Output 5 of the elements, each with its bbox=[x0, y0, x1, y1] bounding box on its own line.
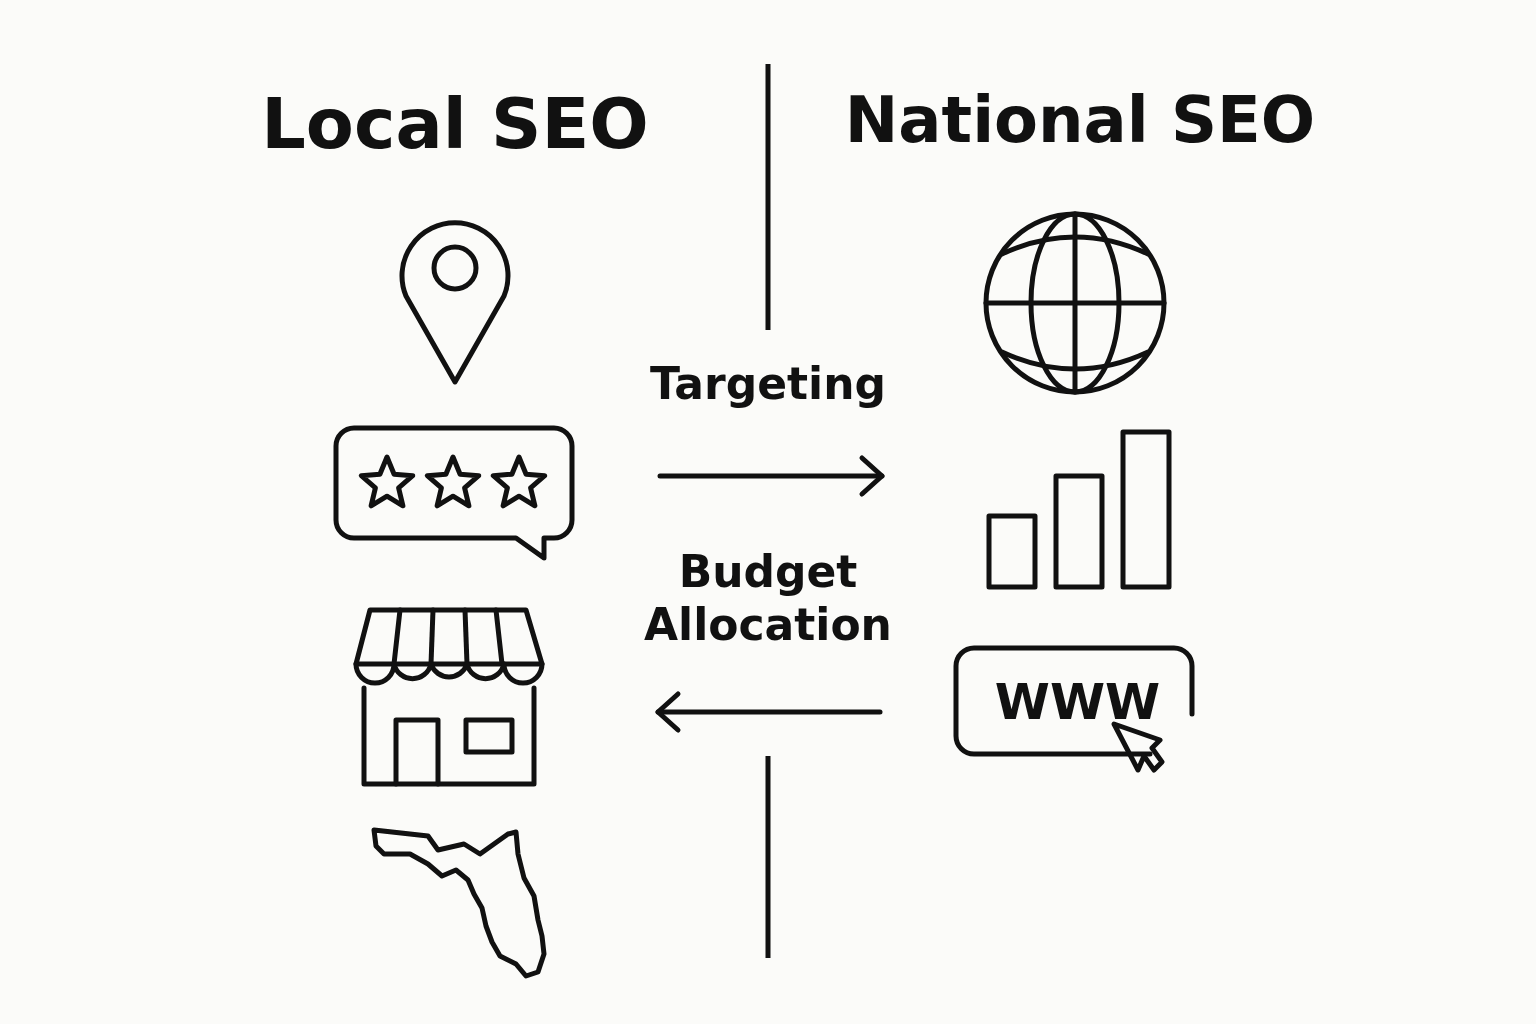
url-text: WWW bbox=[993, 672, 1162, 732]
section-heading: Local SEO bbox=[260, 82, 650, 166]
section-heading: National SEO bbox=[843, 82, 1317, 159]
arrow-label: Budget Allocation bbox=[643, 546, 893, 652]
arrow-label: Targeting bbox=[649, 358, 887, 411]
